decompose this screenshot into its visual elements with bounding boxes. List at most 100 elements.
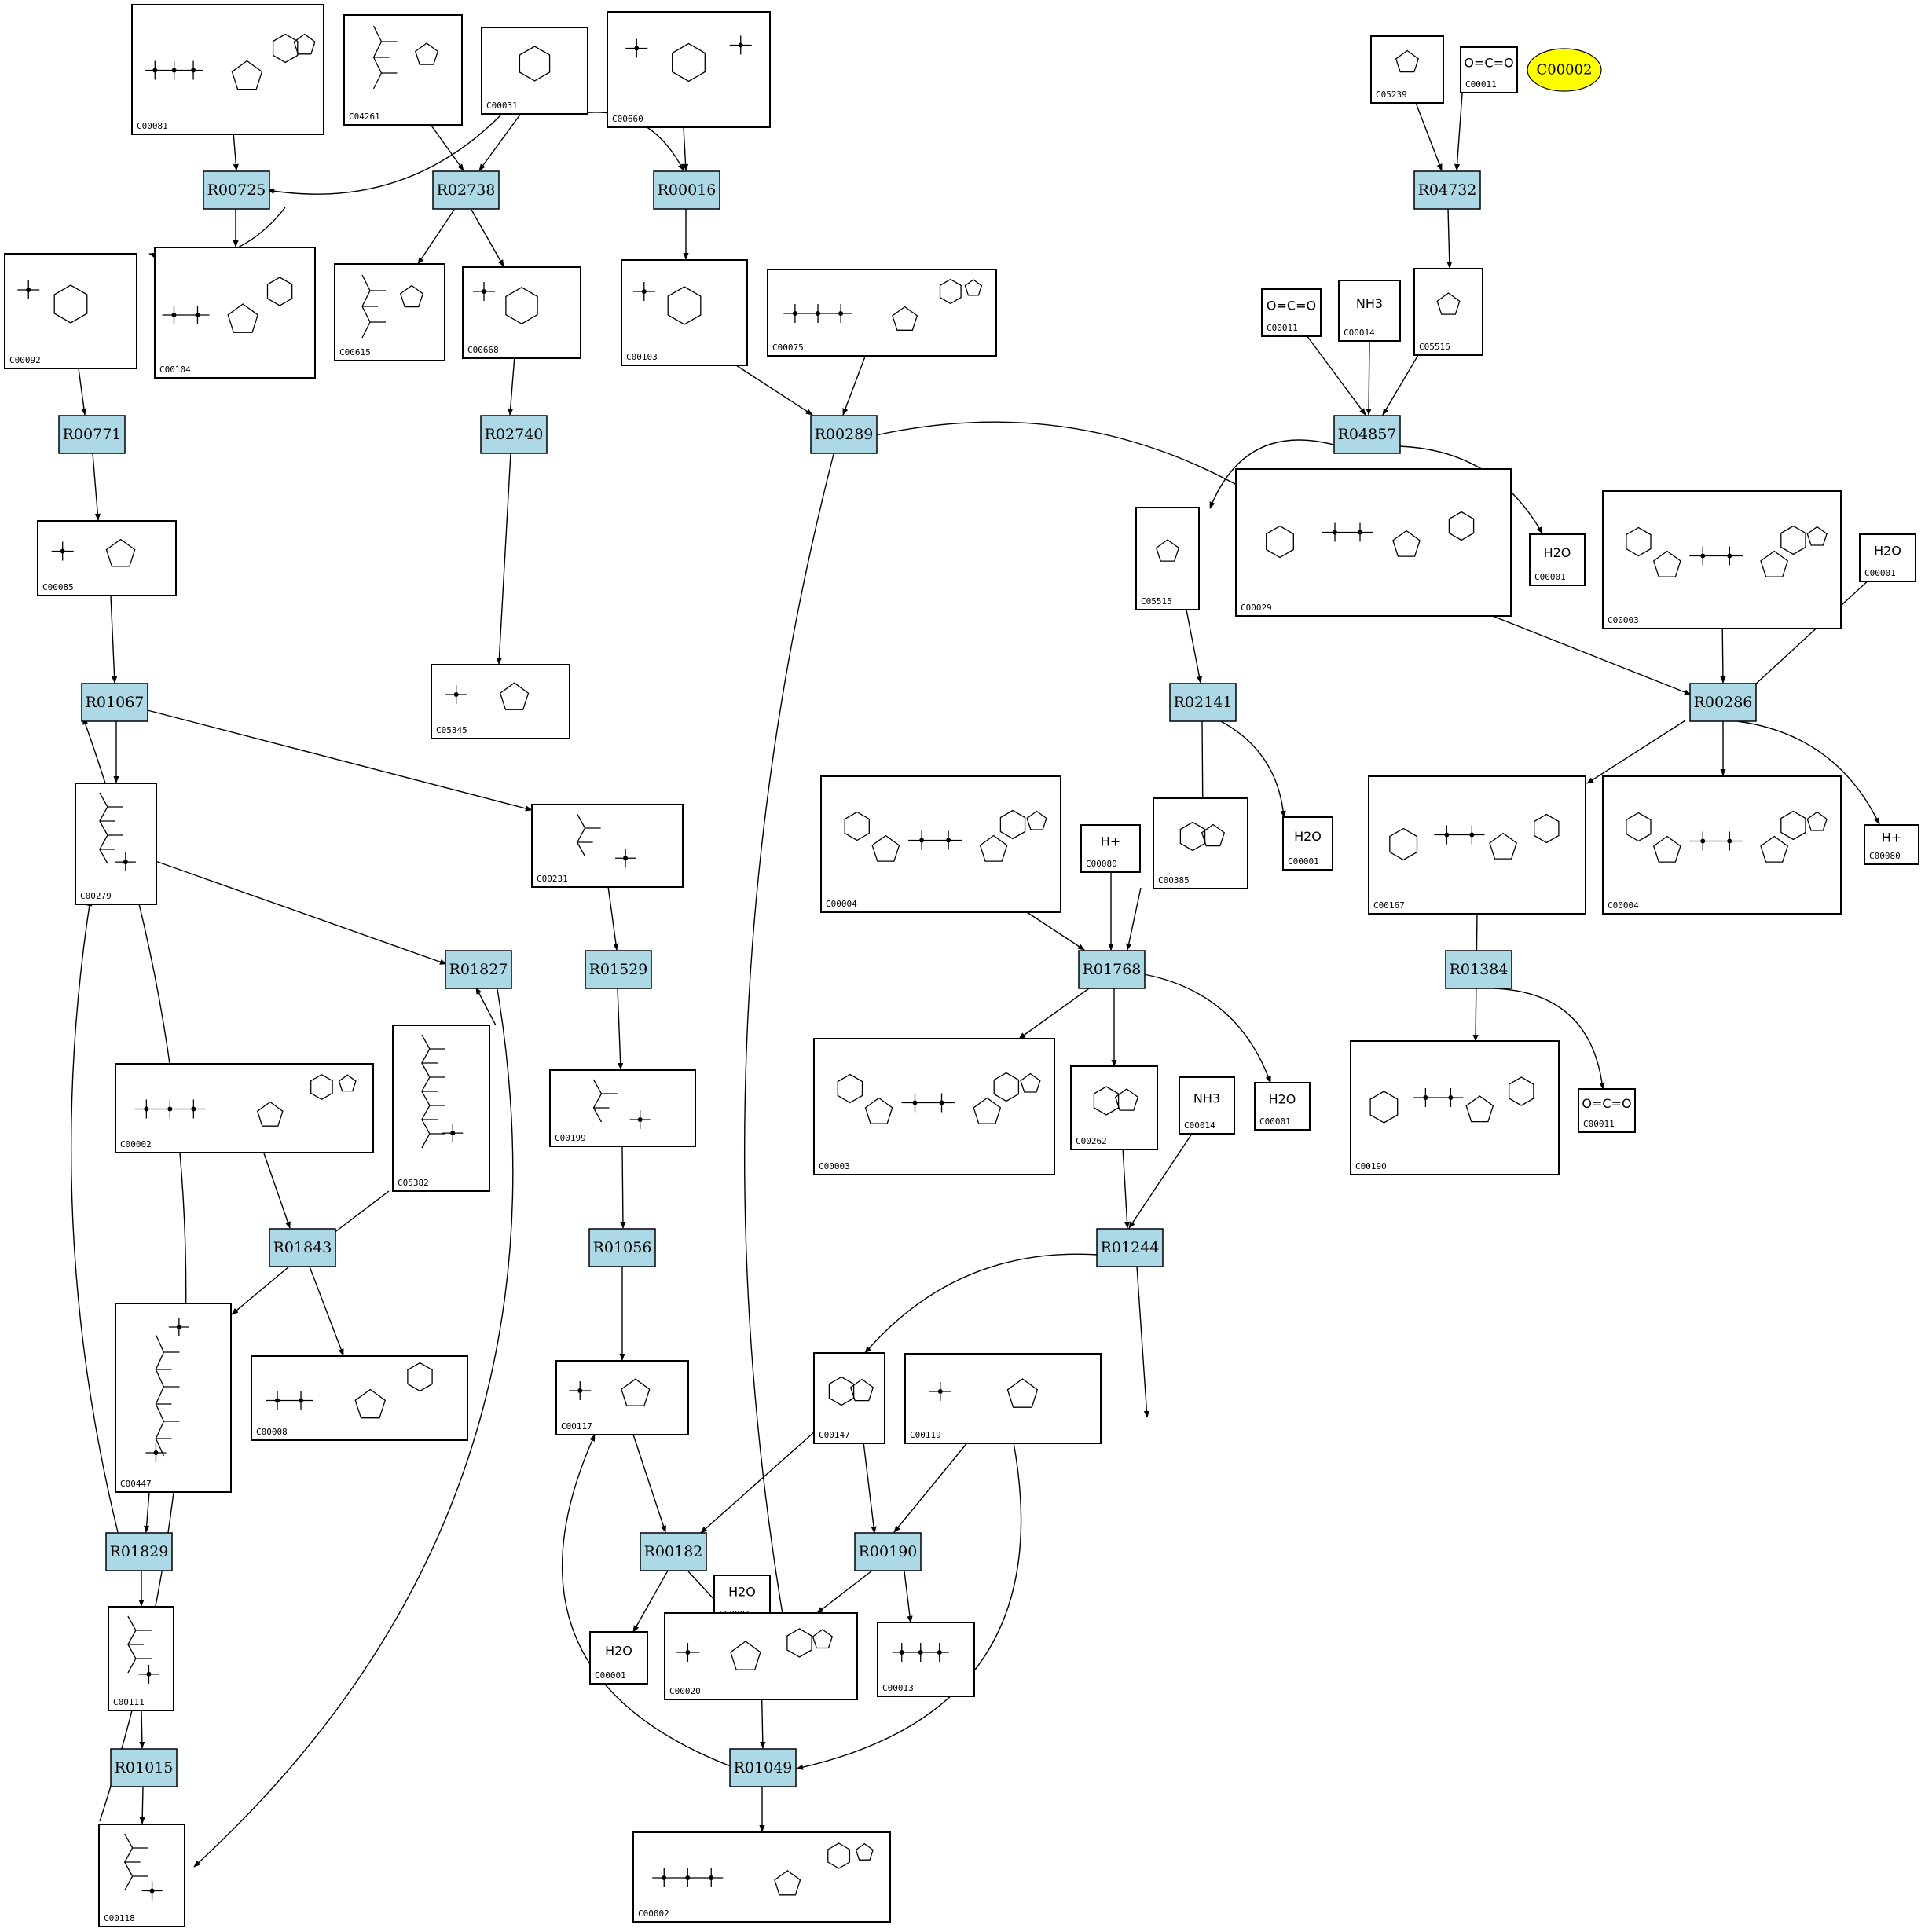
compound-box[interactable]: [1602, 490, 1842, 629]
reaction-node[interactable]: R01529: [585, 950, 652, 989]
reaction-box[interactable]: [1413, 170, 1481, 210]
reaction-box[interactable]: [854, 1532, 922, 1571]
compound-node[interactable]: C00118: [98, 1824, 185, 1927]
compound-node[interactable]: C00668: [462, 266, 581, 359]
compound-node[interactable]: H+C00080: [1080, 824, 1141, 873]
compound-node[interactable]: C00004: [820, 775, 1061, 913]
compound-node[interactable]: C00199: [549, 1069, 696, 1147]
reaction-box[interactable]: [432, 170, 500, 210]
compound-node[interactable]: C05516: [1413, 268, 1483, 356]
compound-node[interactable]: C00013: [877, 1622, 975, 1697]
compound-node[interactable]: C00081: [131, 4, 324, 135]
compound-box[interactable]: [1529, 533, 1586, 586]
highlight-ellipse[interactable]: [1527, 48, 1602, 92]
compound-box[interactable]: [1261, 288, 1322, 337]
compound-node[interactable]: C05382: [392, 1025, 490, 1192]
compound-box[interactable]: [1368, 775, 1586, 915]
compound-box[interactable]: [1179, 1076, 1235, 1135]
compound-node[interactable]: C00117: [555, 1360, 689, 1435]
reaction-box[interactable]: [1333, 415, 1401, 454]
compound-node[interactable]: C05239: [1370, 35, 1444, 104]
reaction-node[interactable]: R00182: [640, 1532, 707, 1571]
compound-node[interactable]: C00002: [632, 1831, 891, 1923]
compound-box[interactable]: [1153, 797, 1248, 889]
compound-node[interactable]: C00004: [1602, 775, 1842, 915]
compound-node[interactable]: C00147: [813, 1352, 885, 1444]
reaction-node[interactable]: R01015: [110, 1748, 178, 1787]
compound-box[interactable]: [462, 266, 581, 359]
compound-box[interactable]: [1135, 507, 1200, 610]
highlighted-compound[interactable]: C00002: [1527, 48, 1602, 92]
compound-box[interactable]: [1370, 35, 1444, 104]
reaction-box[interactable]: [445, 950, 512, 989]
compound-box[interactable]: [904, 1353, 1102, 1444]
reaction-node[interactable]: R00725: [203, 170, 270, 210]
compound-node[interactable]: C00008: [251, 1355, 468, 1441]
compound-node[interactable]: C00385: [1153, 797, 1248, 889]
reaction-box[interactable]: [653, 170, 720, 210]
compound-node[interactable]: C00075: [767, 269, 997, 357]
reaction-box[interactable]: [729, 1748, 797, 1787]
compound-node[interactable]: C05345: [431, 664, 570, 739]
compound-box[interactable]: [343, 14, 463, 126]
compound-node[interactable]: C00111: [108, 1606, 174, 1711]
compound-box[interactable]: [607, 11, 771, 128]
compound-box[interactable]: [1254, 1082, 1311, 1131]
reaction-box[interactable]: [269, 1228, 336, 1267]
compound-box[interactable]: [334, 263, 445, 361]
compound-box[interactable]: [813, 1038, 1055, 1175]
compound-box[interactable]: [664, 1612, 858, 1700]
compound-box[interactable]: [431, 664, 570, 739]
compound-node[interactable]: C00119: [904, 1353, 1102, 1444]
compound-box[interactable]: [481, 27, 588, 115]
compound-box[interactable]: [621, 259, 748, 366]
compound-node[interactable]: C00262: [1070, 1065, 1158, 1150]
reaction-box[interactable]: [203, 170, 270, 210]
reaction-node[interactable]: R00289: [810, 415, 878, 454]
reaction-node[interactable]: R04857: [1333, 415, 1401, 454]
reaction-box[interactable]: [58, 415, 126, 454]
compound-node[interactable]: C00020: [664, 1612, 858, 1700]
compound-box[interactable]: [98, 1824, 185, 1927]
reaction-node[interactable]: R02740: [480, 415, 548, 454]
compound-box[interactable]: [1080, 824, 1141, 873]
compound-box[interactable]: [115, 1303, 232, 1493]
compound-box[interactable]: [115, 1063, 374, 1153]
compound-node[interactable]: C00167: [1368, 775, 1586, 915]
compound-node[interactable]: C00029: [1235, 468, 1512, 617]
compound-box[interactable]: [1578, 1088, 1636, 1133]
reaction-node[interactable]: R01067: [81, 683, 148, 722]
reaction-box[interactable]: [1078, 950, 1146, 989]
compound-box[interactable]: [877, 1622, 975, 1697]
reaction-node[interactable]: R01768: [1078, 950, 1146, 989]
reaction-box[interactable]: [1689, 683, 1757, 722]
reaction-box[interactable]: [1096, 1228, 1164, 1267]
compound-node[interactable]: C05515: [1135, 507, 1200, 610]
reaction-node[interactable]: R02141: [1169, 683, 1237, 722]
compound-node[interactable]: C00002: [115, 1063, 374, 1153]
compound-box[interactable]: [1070, 1065, 1158, 1150]
reaction-box[interactable]: [81, 683, 148, 722]
compound-box[interactable]: [4, 253, 137, 369]
reaction-node[interactable]: R01056: [588, 1228, 656, 1267]
compound-box[interactable]: [75, 783, 157, 905]
compound-node[interactable]: C00104: [154, 247, 316, 379]
reaction-node[interactable]: R01244: [1096, 1228, 1164, 1267]
compound-box[interactable]: [1282, 816, 1333, 871]
compound-box[interactable]: [154, 247, 316, 379]
reaction-node[interactable]: R00286: [1689, 683, 1757, 722]
compound-box[interactable]: [813, 1352, 885, 1444]
reaction-node[interactable]: R01827: [445, 950, 512, 989]
reaction-node[interactable]: R02738: [432, 170, 500, 210]
compound-node[interactable]: C00660: [607, 11, 771, 128]
reaction-node[interactable]: R01829: [105, 1532, 173, 1571]
reaction-box[interactable]: [585, 950, 652, 989]
compound-box[interactable]: [632, 1831, 891, 1923]
compound-box[interactable]: [251, 1355, 468, 1441]
